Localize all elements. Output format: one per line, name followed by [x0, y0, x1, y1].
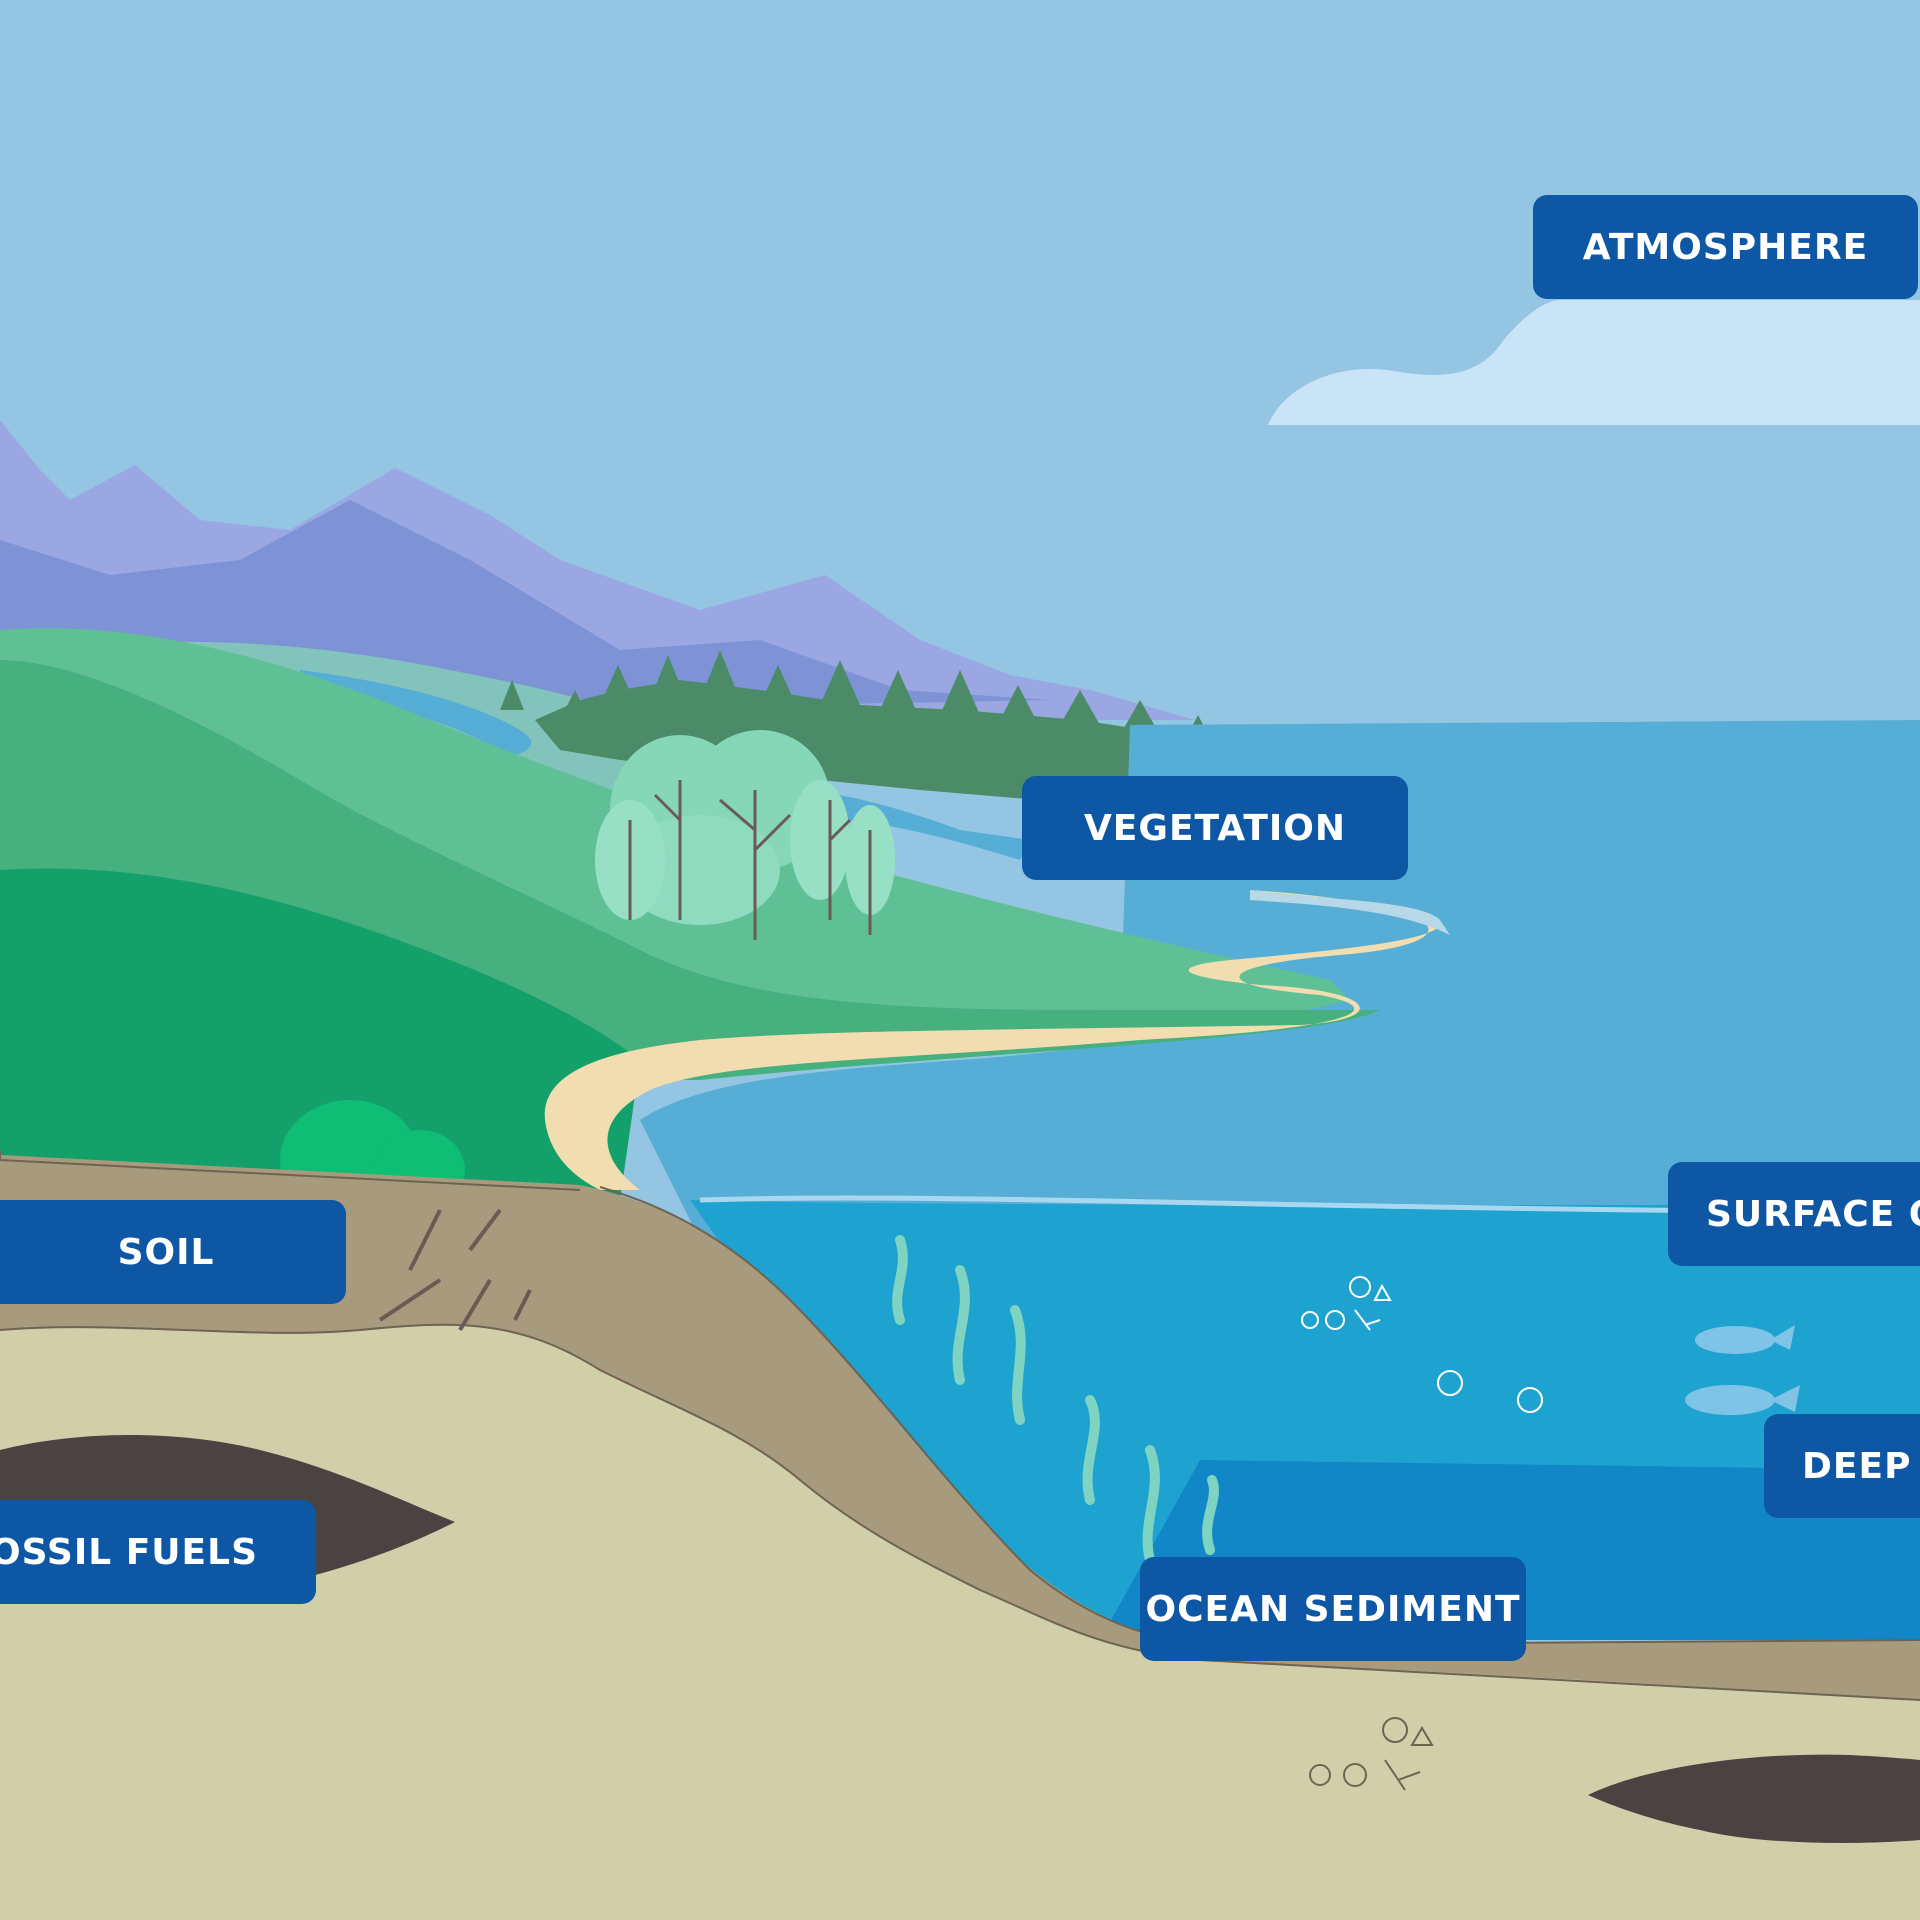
- seabed-outline: [599, 1186, 1920, 1647]
- bedrock: [0, 1324, 1920, 1920]
- surface-ocean-label: SURFACE OC: [1668, 1162, 1920, 1266]
- ocean-sediment-label: OCEAN SEDIMENT: [1140, 1557, 1526, 1661]
- foreground-grass: [0, 868, 640, 1200]
- sea-surface-line: [699, 1195, 1920, 1215]
- surface-ocean-label-text: SURFACE OC: [1706, 1193, 1920, 1235]
- soil-label-text: SOIL: [117, 1231, 215, 1273]
- deep-ocean-label-text: DEEP: [1802, 1445, 1912, 1487]
- atmosphere-label: ATMOSPHERE: [1533, 195, 1918, 299]
- fossil-ferns: [378, 1208, 532, 1332]
- soil-label: SOIL: [0, 1200, 346, 1304]
- beach: [544, 890, 1441, 1190]
- plankton: [1301, 1276, 1543, 1413]
- fossil-fuels-label: FOSSIL FUELS: [0, 1500, 316, 1604]
- seaweed: [892, 1235, 1219, 1565]
- atmosphere-label-text: ATMOSPHERE: [1582, 226, 1869, 268]
- vegetation-label: VEGETATION: [1022, 776, 1408, 880]
- deep-ocean-label: DEEP: [1764, 1414, 1920, 1518]
- vegetation-label-text: VEGETATION: [1083, 807, 1347, 849]
- ocean-sediment-label-text: OCEAN SEDIMENT: [1145, 1588, 1521, 1630]
- deciduous-trees: [595, 730, 895, 940]
- fish: [1685, 1325, 1800, 1415]
- microfossils: [1309, 1717, 1434, 1791]
- fossil-fuel-deposit-right: [1588, 1754, 1920, 1843]
- cloud: [1268, 300, 1920, 425]
- fossil-fuels-label-text: FOSSIL FUELS: [0, 1531, 258, 1573]
- river: [300, 670, 1030, 860]
